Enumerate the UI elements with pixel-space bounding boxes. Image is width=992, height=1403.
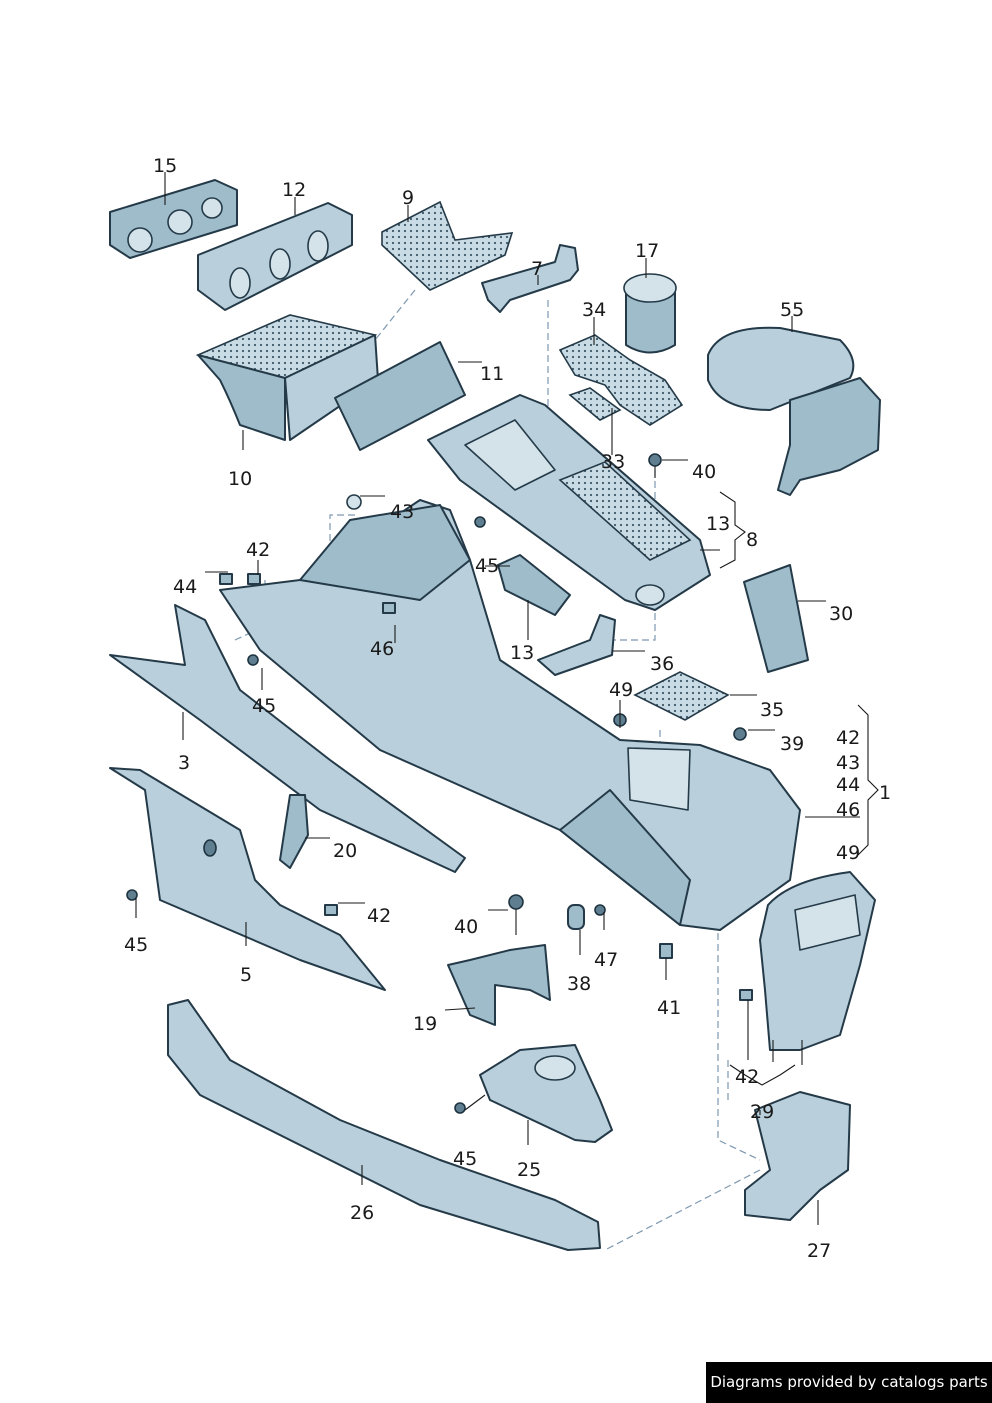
part-12-control-panel-trim [197, 202, 353, 311]
label-46-left: 46 [370, 638, 394, 660]
label-12: 12 [282, 179, 306, 201]
part-40-screw [648, 453, 662, 478]
label-42-bottom: 42 [735, 1066, 759, 1088]
label-47: 47 [594, 949, 618, 971]
part-10-storage-compartment [195, 314, 379, 441]
part-25-gear-shift-housing [479, 1044, 613, 1143]
label-34: 34 [582, 299, 606, 321]
label-45-bottom: 45 [453, 1148, 477, 1170]
label-1: 1 [879, 782, 891, 804]
label-45-top: 45 [475, 555, 499, 577]
part-number-labels: 15 12 9 7 17 34 55 11 10 33 40 13 8 43 4… [124, 155, 891, 1262]
label-13-lower: 13 [510, 642, 534, 664]
label-41: 41 [657, 997, 681, 1019]
part-19-support-bracket [447, 944, 551, 1026]
part-13-upper-console-trim [427, 394, 711, 611]
part-9-storage-mat [381, 200, 514, 291]
label-42-top: 42 [246, 539, 270, 561]
label-36: 36 [650, 653, 674, 675]
part-5-lower-side-panel [109, 767, 386, 991]
label-40-lower: 40 [454, 916, 478, 938]
label-45-left: 45 [252, 695, 276, 717]
label-45-mid: 45 [124, 934, 148, 956]
label-46-group: 46 [836, 799, 860, 821]
label-43-top: 43 [390, 501, 414, 523]
label-11: 11 [480, 363, 504, 385]
label-35: 35 [760, 699, 784, 721]
part-55-armrest [707, 326, 881, 496]
label-3: 3 [178, 752, 190, 774]
label-15: 15 [153, 155, 177, 177]
label-5: 5 [240, 964, 252, 986]
label-30: 30 [829, 603, 853, 625]
part-40-screw-lower [508, 894, 524, 935]
part-38-cap [567, 904, 585, 930]
label-19: 19 [413, 1013, 437, 1035]
part-15-climate-control-unit [109, 179, 238, 259]
label-55: 55 [780, 299, 804, 321]
label-49-group: 49 [836, 842, 860, 864]
part-27-rear-vent-panel [759, 871, 876, 1051]
label-17: 17 [635, 240, 659, 262]
part-1-center-console [219, 499, 801, 931]
label-25: 25 [517, 1159, 541, 1181]
attribution-banner: Diagrams provided by catalogs parts [706, 1362, 992, 1403]
label-20: 20 [333, 840, 357, 862]
part-3-left-side-trim [109, 604, 466, 873]
screw-fasteners [126, 494, 753, 1114]
label-40-top: 40 [692, 461, 716, 483]
part-7-grab-handle [481, 244, 579, 313]
label-39: 39 [780, 733, 804, 755]
part-47-screw [594, 904, 606, 916]
label-8: 8 [746, 529, 758, 551]
part-30-bracket [743, 564, 809, 673]
label-42-mid: 42 [367, 905, 391, 927]
label-49-center: 49 [609, 679, 633, 701]
part-11-compartment-cover [334, 341, 466, 451]
part-26-air-duct-long [167, 999, 601, 1251]
label-38: 38 [567, 973, 591, 995]
label-7: 7 [531, 258, 543, 280]
part-13-switch-module [497, 554, 571, 616]
part-20-bracket [279, 794, 309, 869]
part-33-small-insert-mat [568, 387, 622, 421]
leader-lines [135, 172, 879, 1225]
part-41-clip [659, 943, 673, 959]
part-34-insert-mat [558, 334, 684, 426]
label-9: 9 [402, 187, 414, 209]
label-43-group: 43 [836, 752, 860, 774]
label-44-left: 44 [173, 576, 197, 598]
part-36-mounting-bracket [537, 614, 616, 676]
label-26: 26 [350, 1202, 374, 1224]
label-44-group: 44 [836, 774, 860, 796]
label-27: 27 [807, 1240, 831, 1262]
label-10: 10 [228, 468, 252, 490]
part-35-insert-mat [633, 671, 730, 721]
label-29: 29 [750, 1101, 774, 1123]
part-17-cup-holder-insert [623, 273, 677, 354]
part-29-air-duct [744, 1091, 851, 1221]
label-42-group: 42 [836, 727, 860, 749]
label-13-upper: 13 [706, 513, 730, 535]
label-33: 33 [601, 451, 625, 473]
